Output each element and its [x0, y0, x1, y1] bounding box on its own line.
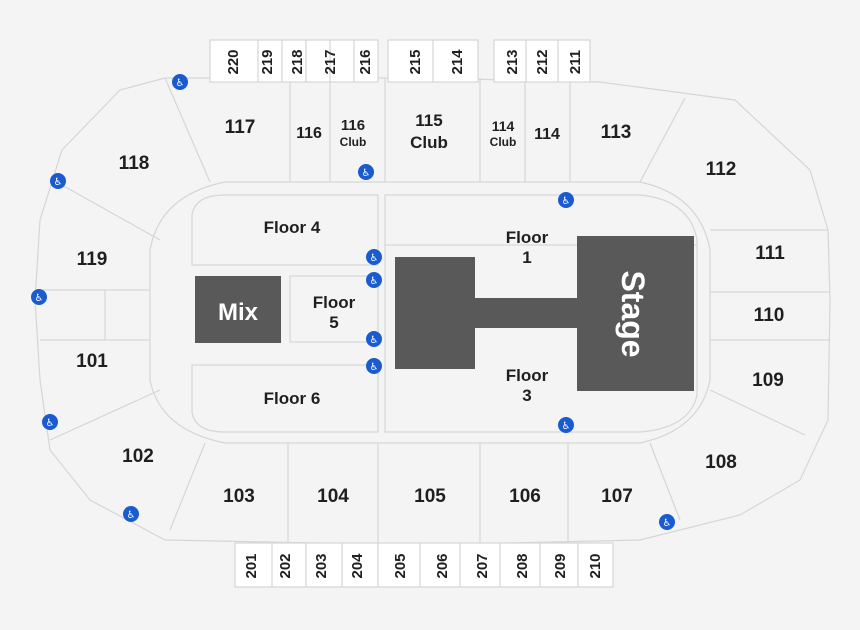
section-109-label: 109 [752, 370, 784, 391]
svg-text:♿: ♿ [127, 510, 136, 521]
wheelchair-icon: ♿ [659, 514, 675, 530]
svg-text:♿: ♿ [35, 293, 44, 304]
section-201-label: 201 [243, 553, 260, 578]
section-107-label: 107 [601, 486, 633, 507]
svg-text:♿: ♿ [562, 196, 571, 207]
section-210-label: 210 [587, 553, 604, 578]
stage [395, 236, 694, 391]
section-105-label: 105 [414, 486, 446, 507]
section-dividers [40, 77, 830, 545]
section-218-label: 218 [289, 49, 306, 74]
section-117-label: 117 [225, 117, 256, 138]
section-102-label: 102 [122, 446, 154, 467]
section-219-label: 219 [259, 49, 276, 74]
section-119-label: 119 [77, 249, 108, 270]
wheelchair-icon: ♿ [42, 414, 58, 430]
floor-6-label: Floor 6 [264, 389, 321, 408]
upper-bottom-sections: 201 202 203 204 205 206 207 208 209 210 [234, 542, 614, 588]
section-207-label: 207 [474, 553, 491, 578]
wheelchair-icon: ♿ [558, 192, 574, 208]
section-213-label: 213 [504, 49, 521, 74]
wheelchair-icon: ♿ [358, 164, 374, 180]
section-111-label: 111 [755, 243, 785, 264]
section-204-label: 204 [349, 553, 366, 579]
svg-text:♿: ♿ [562, 421, 571, 432]
svg-text:♿: ♿ [370, 335, 379, 346]
wheelchair-icon: ♿ [366, 358, 382, 374]
wheelchair-icon: ♿ [50, 173, 66, 189]
wheelchair-icon: ♿ [123, 506, 139, 522]
section-113-label: 113 [601, 122, 632, 143]
section-103-label: 103 [223, 486, 255, 507]
section-211-label: 211 [567, 50, 584, 74]
section-216-label: 216 [357, 49, 374, 74]
section-205-label: 205 [392, 553, 409, 578]
floor-area-outlines [191, 194, 698, 433]
section-214-label: 214 [449, 49, 466, 75]
outer-outline [34, 77, 831, 546]
svg-text:♿: ♿ [46, 418, 55, 429]
section-114-label: 114 [534, 126, 560, 143]
svg-text:♿: ♿ [370, 253, 379, 264]
section-220-label: 220 [225, 49, 242, 74]
section-208-label: 208 [514, 553, 531, 578]
svg-text:♿: ♿ [370, 362, 379, 373]
wheelchair-icon: ♿ [366, 249, 382, 265]
svg-text:♿: ♿ [176, 78, 185, 89]
bowl-outline [149, 181, 711, 444]
svg-text:♿: ♿ [663, 518, 672, 529]
svg-text:♿: ♿ [370, 276, 379, 287]
floor-4-label: Floor 4 [264, 218, 321, 237]
section-112-label: 112 [706, 159, 737, 180]
section-217-label: 217 [322, 49, 339, 74]
section-104-label: 104 [317, 486, 349, 507]
wheelchair-icon: ♿ [366, 272, 382, 288]
section-203-label: 203 [313, 553, 330, 578]
wheelchair-icon: ♿ [558, 417, 574, 433]
mix-label: Mix [218, 299, 259, 326]
svg-text:♿: ♿ [54, 177, 63, 188]
svg-text:♿: ♿ [362, 168, 371, 179]
section-118-label: 118 [119, 153, 150, 174]
section-110-label: 110 [754, 305, 785, 326]
upper-top-sections: 220 219 218 217 216 215 214 213 212 211 [209, 39, 591, 83]
wheelchair-icon: ♿ [31, 289, 47, 305]
section-106-label: 106 [509, 486, 541, 507]
stage-label: Stage [615, 270, 651, 357]
section-202-label: 202 [277, 553, 294, 578]
wheelchair-icon: ♿ [172, 74, 188, 90]
section-108-label: 108 [705, 452, 737, 473]
section-101-label: 101 [76, 351, 108, 372]
accessible-seating-markers: ♿ ♿ ♿ ♿ ♿ ♿ ♿ ♿ ♿ ♿ ♿ ♿ ♿ [31, 74, 675, 530]
section-215-label: 215 [407, 49, 424, 74]
mix-position [195, 276, 281, 343]
section-212-label: 212 [534, 49, 551, 74]
section-209-label: 209 [552, 553, 569, 578]
wheelchair-icon: ♿ [366, 331, 382, 347]
section-206-label: 206 [434, 553, 451, 578]
section-116-label: 116 [296, 125, 322, 142]
